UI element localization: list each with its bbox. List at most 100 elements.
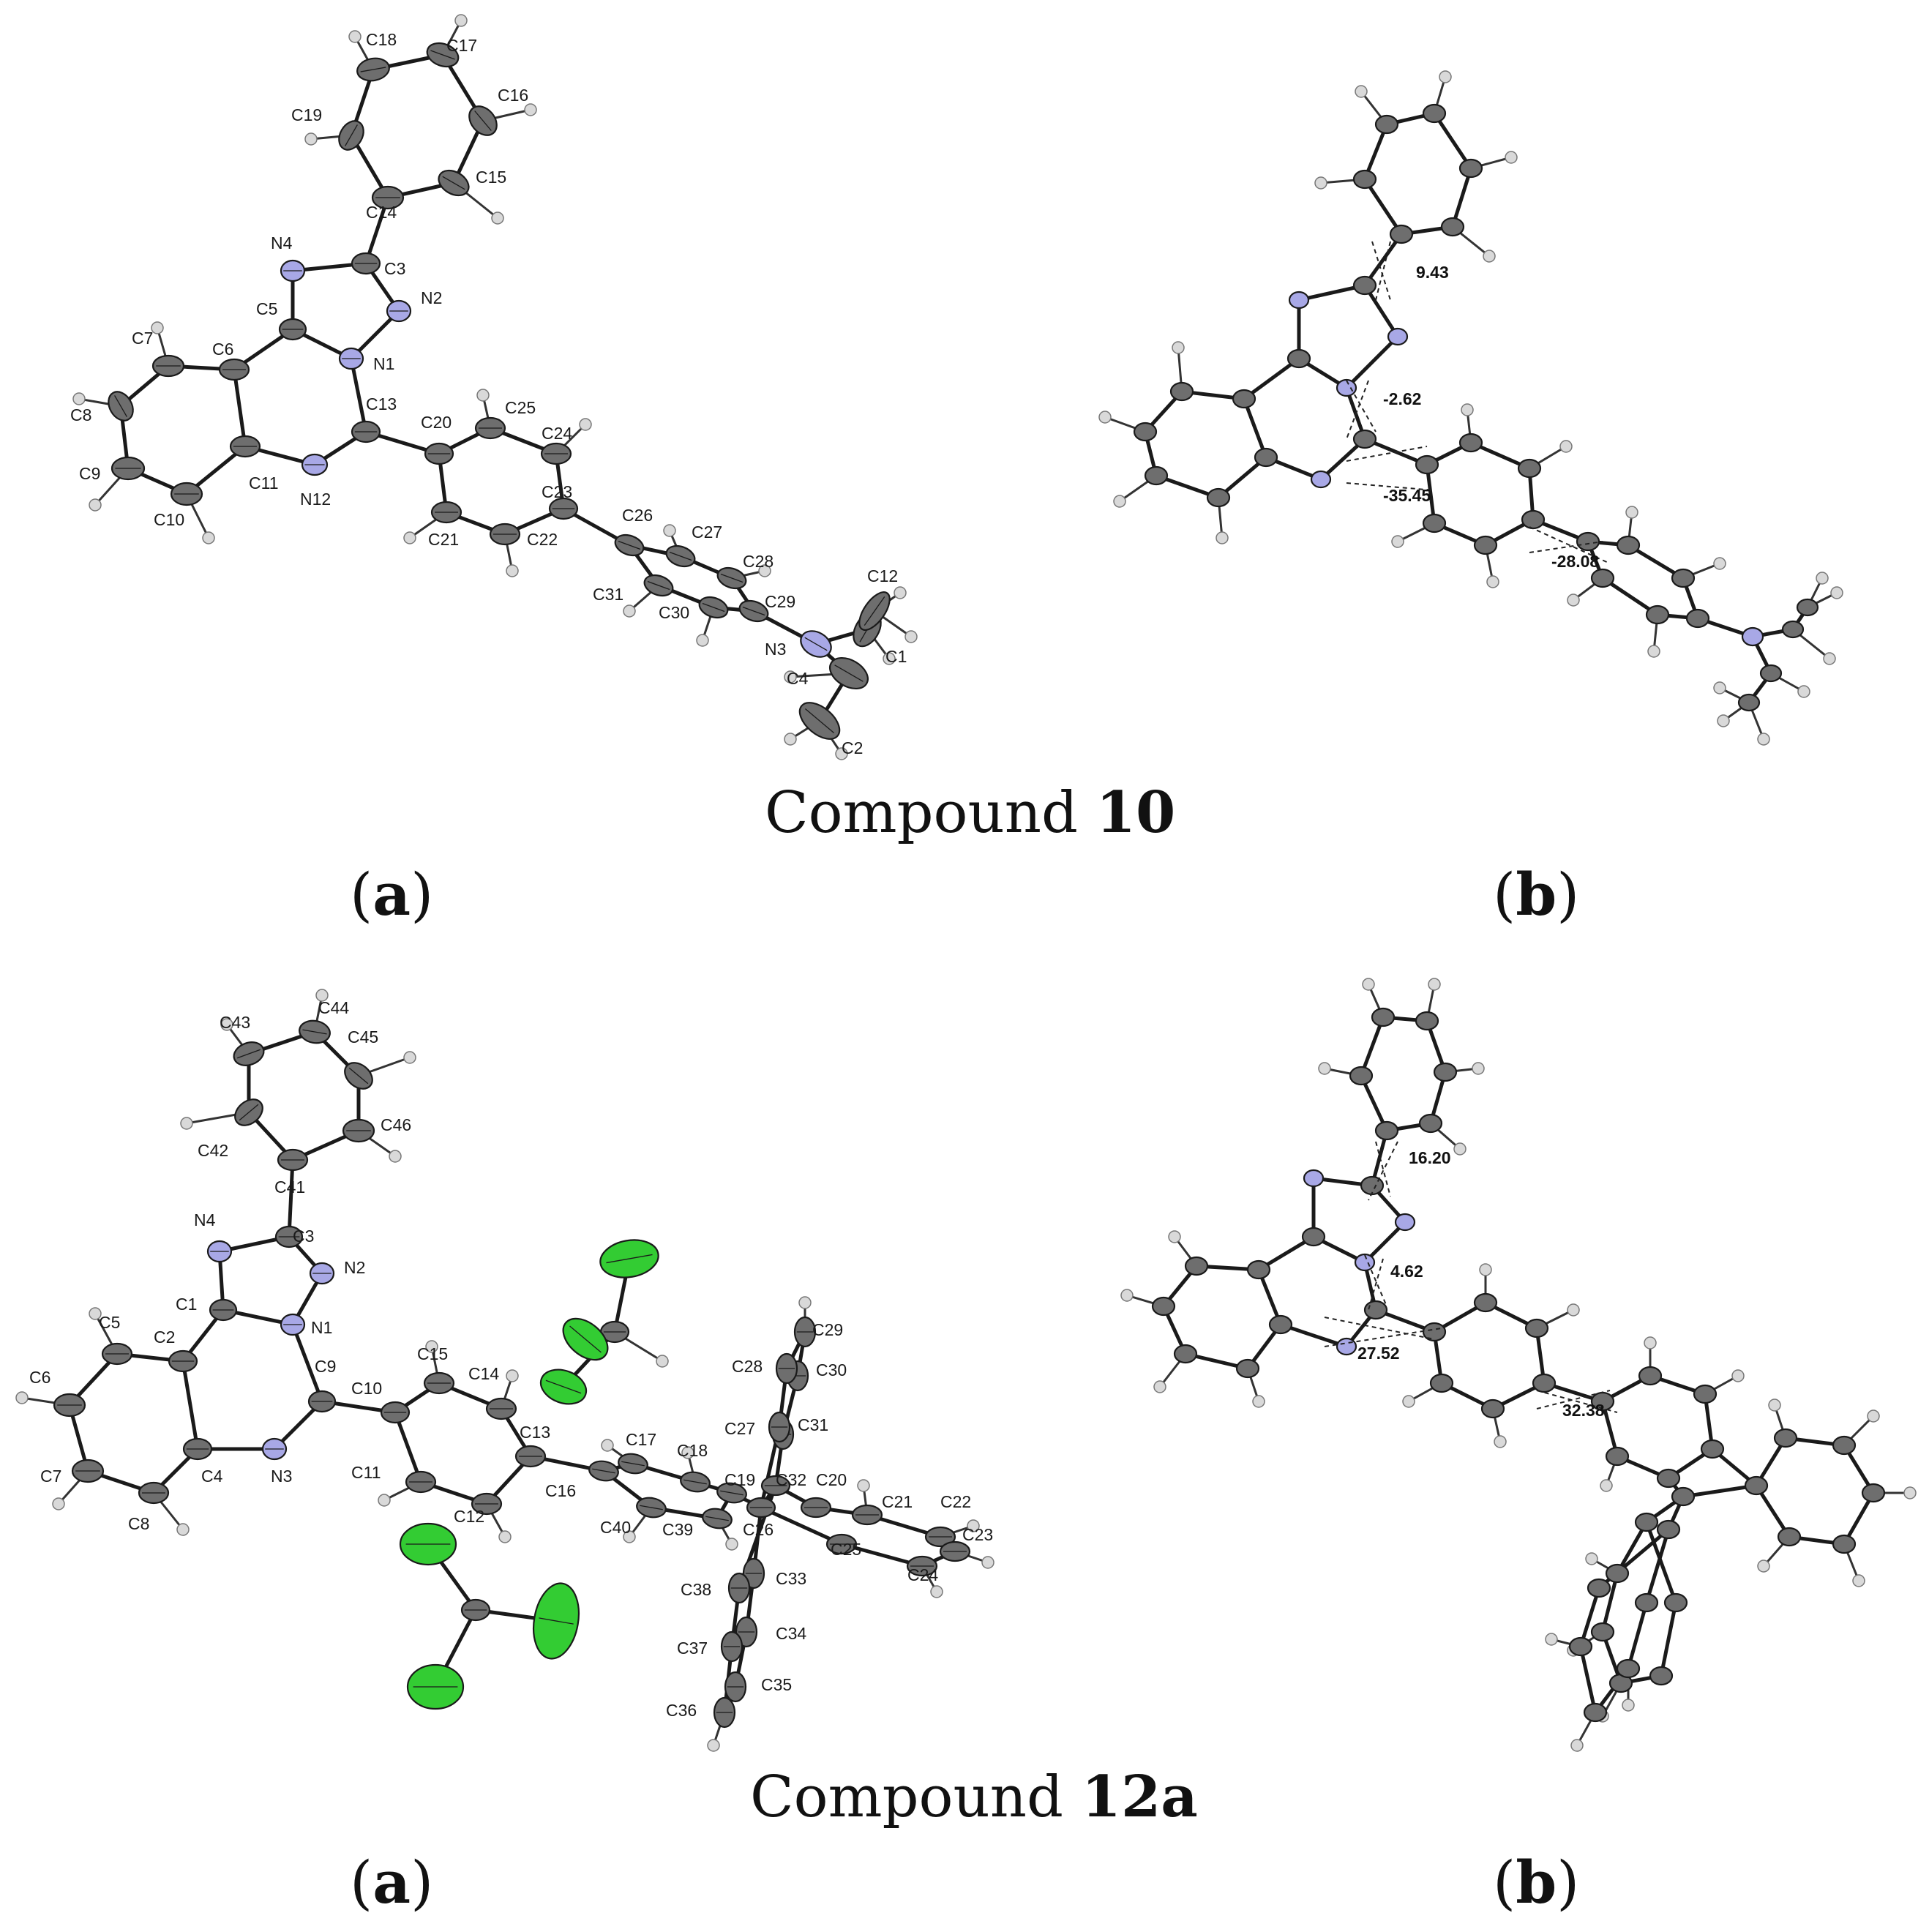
carbon-atom: [1254, 447, 1278, 468]
atom-label: C9: [79, 464, 100, 483]
hydrogen-atom: [1830, 586, 1843, 599]
hydrogen-atom: [1120, 1289, 1134, 1302]
atom-label: C21: [428, 530, 459, 549]
carbon-atom: [1374, 114, 1399, 135]
hydrogen-atom: [1625, 506, 1638, 519]
hydrogen-atom: [784, 670, 797, 684]
hydrogen-atom: [656, 1355, 669, 1368]
carbon-atom: [1374, 1120, 1399, 1141]
carbon-atom: [1173, 1344, 1198, 1364]
hydrogen-atom: [1731, 1369, 1745, 1382]
carbon-atom: [1440, 217, 1465, 237]
carbon-atom: [1301, 1227, 1326, 1247]
hydrogen-atom: [883, 652, 896, 665]
hydrogen-atom: [1314, 176, 1327, 190]
carbon-atom: [1429, 1373, 1454, 1393]
atom-label: C21: [882, 1492, 913, 1511]
atom-label: C20: [421, 413, 452, 432]
panel-letter: b: [1516, 1848, 1557, 1917]
atom-label: C27: [692, 523, 722, 542]
carbon-atom: [1576, 531, 1600, 552]
torsion-dash-line: [1346, 380, 1376, 433]
hydrogen-atom: [1823, 652, 1836, 665]
hydrogen-atom: [1545, 1633, 1558, 1646]
hydrogen-atom: [315, 989, 329, 1002]
carbon-atom: [1363, 1300, 1388, 1320]
ellipsoid-axis: [621, 1461, 645, 1467]
atom-label: C2: [154, 1328, 175, 1347]
hydrogen-atom: [1461, 403, 1474, 416]
carbon-atom: [1473, 535, 1498, 555]
torsion-angle-label: -35.45: [1383, 486, 1431, 505]
compound-10-caption-number: 10: [1095, 779, 1176, 846]
hydrogen-atom: [857, 1479, 870, 1492]
panel-letter: a: [372, 1848, 411, 1917]
atom-label: C6: [29, 1368, 50, 1387]
carbon-atom: [1685, 608, 1710, 629]
carbon-atom: [1671, 568, 1696, 588]
atom-label: N2: [344, 1258, 365, 1277]
carbon-atom: [1605, 1446, 1630, 1467]
carbon-atom: [1590, 568, 1615, 588]
carbon-atom: [1861, 1483, 1886, 1503]
hydrogen-atom: [1644, 1336, 1657, 1349]
atom-label: N12: [300, 490, 331, 509]
hydrogen-atom: [1816, 572, 1829, 585]
torsion-angle-label: 32.38: [1562, 1401, 1605, 1420]
hydrogen-atom: [1768, 1399, 1781, 1412]
bond-p3-p4: [1450, 166, 1473, 229]
atom-label: C29: [765, 592, 795, 611]
atom-label: C16: [498, 86, 528, 105]
paren-close: ): [1557, 1849, 1580, 1917]
carbon-atom: [1232, 389, 1256, 409]
carbon-atom: [1663, 1592, 1688, 1613]
hydrogen-atom: [151, 321, 164, 334]
atom-label: N1: [311, 1318, 332, 1337]
hydrogen-atom: [176, 1523, 190, 1536]
ellipsoid-axis: [647, 580, 670, 591]
hydrogen-atom: [1453, 1142, 1467, 1156]
torsion-dash-line: [1368, 1258, 1384, 1311]
carbon-atom: [1759, 664, 1783, 683]
bond-a6-a1: [1425, 463, 1437, 525]
hydrogen-atom: [725, 1538, 738, 1551]
carbon-atom: [1151, 1296, 1176, 1317]
carbon-atom: [1700, 1439, 1725, 1459]
bond-C4-C2: [181, 1359, 200, 1451]
nitrogen-atom: [1336, 378, 1357, 397]
compound-10-panel-b-label: (b): [1493, 860, 1579, 929]
atom-label: C10: [351, 1379, 382, 1398]
carbon-atom: [1590, 1622, 1615, 1642]
panel-letter: b: [1516, 860, 1557, 929]
carbon-atom: [1656, 1519, 1681, 1540]
ellipsoid-axis: [834, 664, 864, 682]
atom-label: N3: [765, 640, 786, 659]
hydrogen-atom: [491, 211, 504, 225]
hydrogen-atom: [89, 1307, 102, 1320]
ellipsoid-axis: [669, 551, 692, 561]
atom-label: C20: [816, 1470, 847, 1489]
hydrogen-atom: [1402, 1395, 1415, 1408]
compound-12a-caption-prefix: Compound: [750, 1764, 1082, 1830]
compound-10-panel-a-label: (a): [350, 860, 433, 929]
atom-label: C5: [99, 1313, 120, 1332]
carbon-atom: [1422, 103, 1447, 124]
torsion-dash-line: [1324, 1317, 1435, 1340]
ellipsoid-axis: [539, 1617, 574, 1625]
bond-p6-p1: [1363, 122, 1389, 181]
hydrogen-atom: [1486, 575, 1499, 588]
torsion-dash-line: [1368, 1141, 1398, 1201]
ellipsoid-axis: [702, 602, 725, 613]
ellipsoid-axis: [430, 50, 455, 60]
hydrogen-atom: [696, 634, 709, 647]
torsion-dash-line: [1375, 1141, 1391, 1197]
atom-label: C4: [787, 669, 809, 688]
ellipsoid-axis: [804, 637, 828, 651]
bond-C9-N1: [291, 1322, 324, 1404]
atom-label: N4: [271, 233, 293, 252]
hydrogen-atom: [1567, 594, 1580, 607]
ellipsoid-axis: [683, 1479, 707, 1485]
torsion-dash-line: [1364, 1254, 1387, 1307]
hydrogen-atom: [378, 1494, 391, 1507]
